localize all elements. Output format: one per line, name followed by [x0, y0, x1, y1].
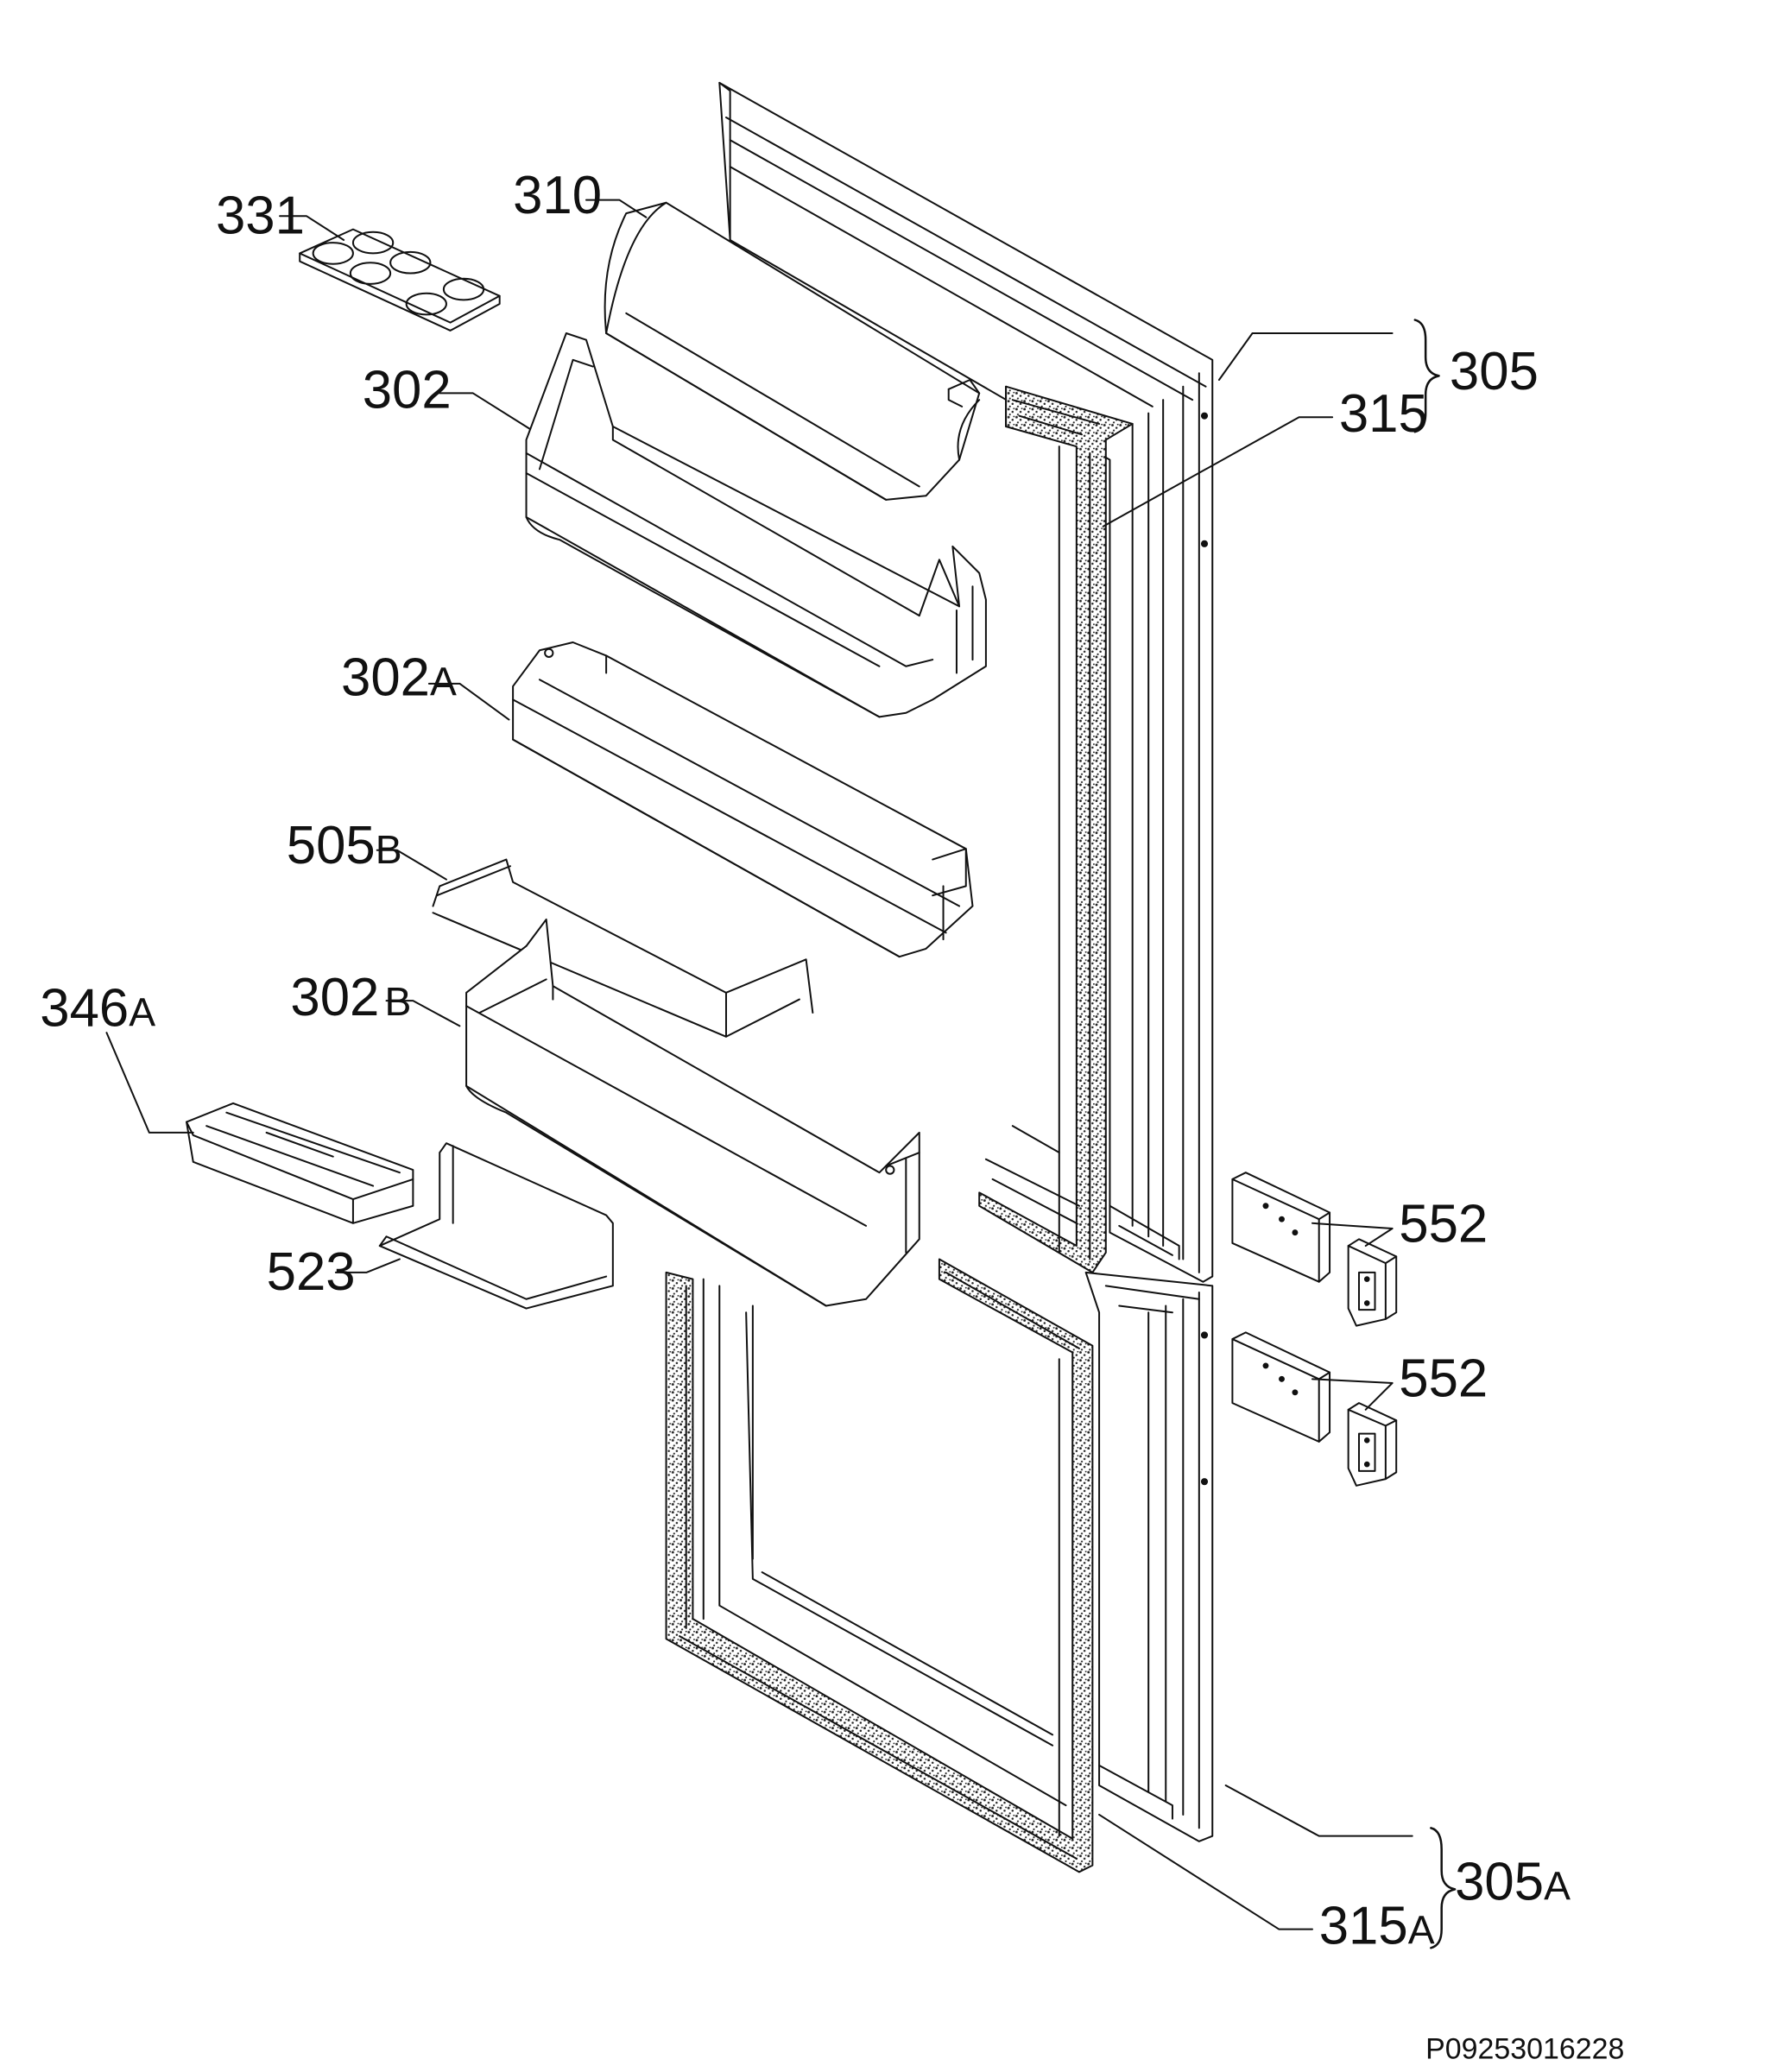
label-302a: 302A: [341, 648, 457, 708]
label-331: 331: [216, 186, 305, 245]
upper-gasket: [979, 387, 1132, 1273]
label-552-upper: 552: [1399, 1194, 1488, 1254]
label-505b: 505B: [287, 816, 402, 875]
dairy-lid: [605, 203, 980, 500]
lower-gasket: [667, 1259, 1093, 1872]
hinge-upper-plate: [1232, 1172, 1330, 1282]
wire-rail-lower: [380, 1143, 613, 1308]
door-shelf-top: [527, 333, 986, 717]
label-315a: 315A: [1319, 1897, 1435, 1956]
label-310: 310: [513, 166, 602, 225]
leader-lines: [106, 200, 1412, 1930]
label-302: 302: [363, 360, 452, 420]
hinge-upper-bracket: [1349, 1239, 1397, 1325]
diagram-code: P09253016228: [1425, 2032, 1624, 2065]
label-305: 305: [1450, 342, 1539, 401]
lower-door-panel: [1086, 1273, 1213, 1841]
label-305a: 305A: [1455, 1853, 1571, 1912]
upper-door-panel: [719, 83, 1212, 1282]
hinge-lower-bracket: [1349, 1403, 1397, 1486]
brace-305: [1415, 320, 1439, 433]
label-523: 523: [267, 1242, 356, 1302]
egg-tray: [300, 230, 499, 331]
door-shelf-middle: [513, 642, 972, 957]
small-storage-box: [186, 1103, 413, 1223]
brace-305a: [1431, 1828, 1455, 1948]
label-346a: 346A: [40, 978, 155, 1038]
label-552-lower: 552: [1399, 1349, 1488, 1408]
door-shelf-lower: [466, 919, 920, 1306]
label-315: 315: [1339, 384, 1428, 444]
hinge-lower-plate: [1232, 1332, 1330, 1442]
